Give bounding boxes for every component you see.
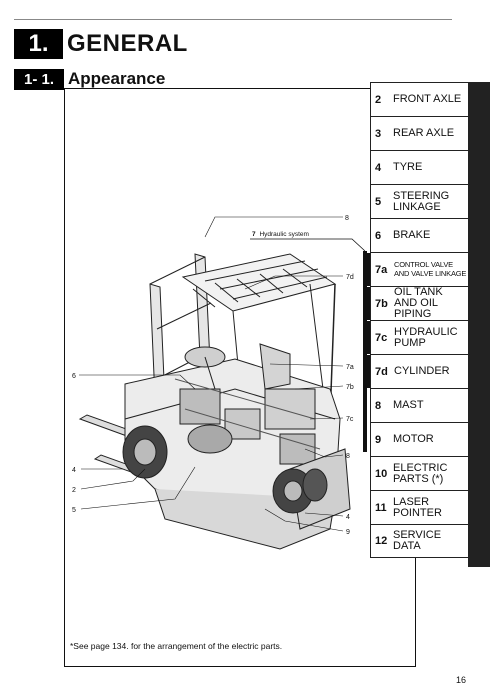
- section-number: 1- 1.: [14, 69, 64, 90]
- section-num: 10: [375, 467, 388, 480]
- section-label: OIL TANK AND OIL PIPING: [394, 286, 443, 320]
- section-label: MAST: [393, 399, 424, 411]
- callout-7b: 7b: [346, 384, 354, 391]
- callout-8-right: 8: [346, 453, 350, 460]
- section-label: STEERING LINKAGE: [393, 189, 450, 213]
- chapter-number: 1.: [14, 29, 63, 59]
- section-link-motor[interactable]: 9 MOTOR: [370, 422, 469, 456]
- section-label: REAR AXLE: [393, 127, 455, 139]
- section-label: BRAKE: [393, 229, 431, 241]
- callout-7d: 7d: [346, 274, 354, 281]
- section-label: HYDRAULIC PUMP: [394, 325, 458, 349]
- callout-9: 9: [346, 529, 350, 536]
- section-num: 9: [375, 433, 382, 446]
- header-rule: [14, 19, 452, 20]
- section-num: 8: [375, 399, 382, 412]
- section-link-steering-linkage[interactable]: 5 STEERING LINKAGE: [370, 184, 469, 218]
- section-label: TYRE: [393, 161, 423, 173]
- section-label: SERVICE DATA: [393, 529, 442, 552]
- callout-4-right: 4: [346, 514, 350, 521]
- hydraulic-system-label: 7 Hydraulic system: [252, 231, 309, 238]
- section-link-brake[interactable]: 6 BRAKE: [370, 218, 469, 252]
- section-title: Appearance: [68, 69, 166, 88]
- callout-5: 5: [72, 507, 76, 514]
- section-label: CONTROL VALVE AND VALVE LINKAGE: [394, 260, 467, 278]
- section-num: 7a: [375, 263, 388, 276]
- callout-8-top: 8: [345, 215, 349, 222]
- section-label: FRONT AXLE: [393, 93, 462, 105]
- section-num: 4: [375, 161, 382, 174]
- section-link-oil-tank[interactable]: 7b OIL TANK AND OIL PIPING: [366, 286, 469, 320]
- section-label: ELECTRIC PARTS (*): [393, 461, 448, 485]
- section-link-service-data[interactable]: 12 SERVICE DATA: [370, 524, 469, 558]
- page-number: 16: [455, 675, 466, 685]
- section-link-rear-axle[interactable]: 3 REAR AXLE: [370, 116, 469, 150]
- section-link-laser-pointer[interactable]: 11 LASER POINTER: [370, 490, 469, 524]
- chapter-title: GENERAL: [67, 30, 188, 57]
- section-num: 7c: [375, 331, 388, 344]
- section-num: 12: [375, 535, 388, 547]
- section-link-hydraulic-pump[interactable]: 7c HYDRAULIC PUMP: [366, 320, 469, 354]
- footnote: *See page 134. for the arrangement of th…: [70, 641, 283, 651]
- callout-7a: 7a: [346, 364, 354, 371]
- section-num: 6: [375, 229, 382, 242]
- section-tab-bar: [468, 82, 490, 567]
- callout-4-left: 4: [72, 467, 76, 474]
- section-label: MOTOR: [393, 433, 434, 445]
- section-link-electric-parts[interactable]: 10 ELECTRIC PARTS (*): [370, 456, 469, 490]
- callout-6: 6: [72, 373, 76, 380]
- section-num: 11: [375, 501, 387, 514]
- forklift-illustration: 7 Hydraulic system 8 7d 7a 7b 7c 6 8 4 2…: [72, 215, 367, 550]
- section-link-tyre[interactable]: 4 TYRE: [370, 150, 469, 184]
- section-link-cylinder[interactable]: 7d CYLINDER: [366, 354, 469, 388]
- section-index: 2 FRONT AXLE 3 REAR AXLE 4 TYRE 5 STEERI…: [366, 82, 469, 558]
- section-num: 5: [375, 195, 382, 208]
- section-link-mast[interactable]: 8 MAST: [370, 388, 469, 422]
- section-num: 7d: [375, 365, 388, 378]
- callout-7c: 7c: [346, 416, 354, 423]
- section-link-front-axle[interactable]: 2 FRONT AXLE: [370, 82, 469, 116]
- callout-2: 2: [72, 487, 76, 494]
- section-link-control-valve[interactable]: 7a CONTROL VALVE AND VALVE LINKAGE: [366, 252, 469, 286]
- section-num: 3: [375, 127, 382, 140]
- section-label: CYLINDER: [394, 365, 450, 377]
- section-label: LASER POINTER: [393, 495, 442, 519]
- section-num: 2: [375, 93, 382, 106]
- section-num: 7b: [375, 297, 388, 310]
